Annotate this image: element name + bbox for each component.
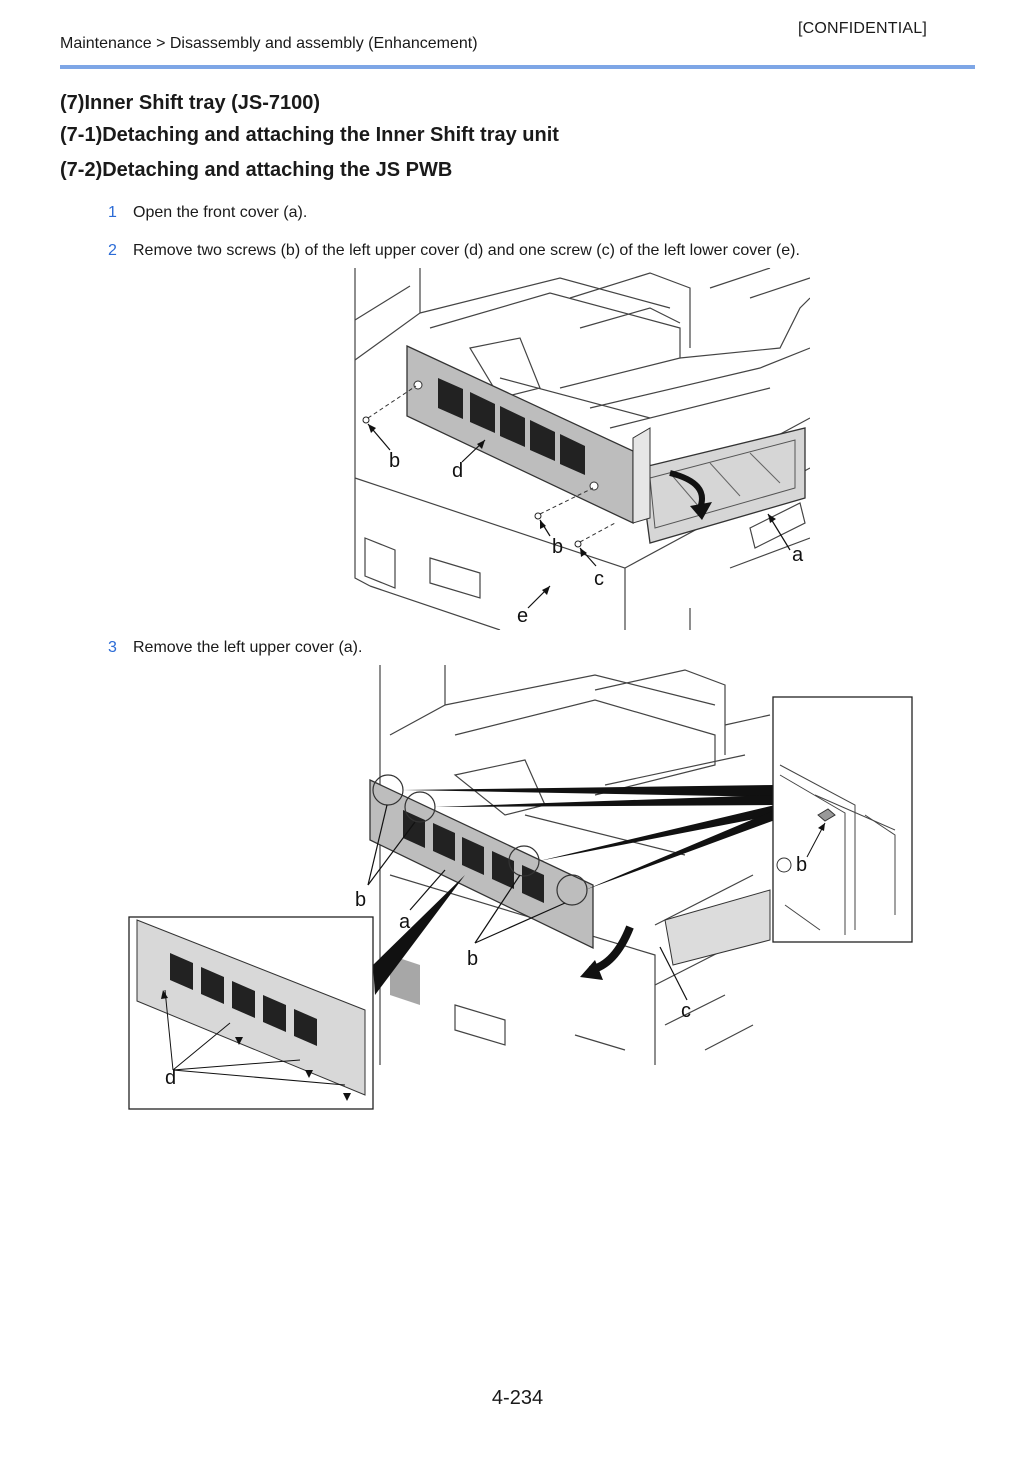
figure-remove-screws: b d b c a e: [354, 268, 810, 630]
section-heading-7-2: (7-2)Detaching and attaching the JS PWB: [60, 159, 453, 181]
figure-1-label-a: a: [792, 544, 804, 566]
step-1: 1 Open the front cover (a).: [108, 204, 307, 222]
figure-1-label-b-lower: b: [552, 536, 563, 558]
step-2: 2 Remove two screws (b) of the left upper…: [108, 242, 800, 260]
figure-1-label-e: e: [517, 605, 528, 627]
confidential-label: [CONFIDENTIAL]: [798, 20, 928, 37]
step-text: Remove the left upper cover (a).: [133, 639, 363, 656]
step-number: 1: [108, 204, 117, 221]
breadcrumb: Maintenance > Disassembly and assembly (…: [60, 35, 478, 52]
step-number: 3: [108, 639, 117, 656]
figure-2-label-b-inset: b: [796, 854, 807, 876]
step-3: 3 Remove the left upper cover (a).: [108, 639, 362, 657]
page-number: 4-234: [491, 1387, 544, 1409]
figure-2-label-c: c: [681, 1000, 691, 1022]
step-text: Open the front cover (a).: [133, 204, 308, 221]
section-heading-7: (7)Inner Shift tray (JS-7100): [60, 92, 321, 114]
section-heading-7-1: (7-1)Detaching and attaching the Inner S…: [60, 124, 559, 146]
figure-2-label-b-left: b: [355, 889, 366, 911]
step-text: Remove two screws (b) of the left upper …: [133, 242, 800, 259]
figure-1-label-d: d: [452, 460, 463, 482]
figure-1-label-b: b: [389, 450, 400, 472]
header-divider: [60, 65, 975, 69]
figure-2-label-b-center: b: [467, 948, 478, 970]
figure-2-label-a: a: [399, 911, 411, 933]
step-number: 2: [108, 242, 117, 259]
figure-2-label-d: d: [165, 1067, 176, 1089]
figure-remove-left-upper-cover: b a b c b d: [128, 665, 913, 1110]
figure-1-label-c: c: [594, 568, 604, 590]
